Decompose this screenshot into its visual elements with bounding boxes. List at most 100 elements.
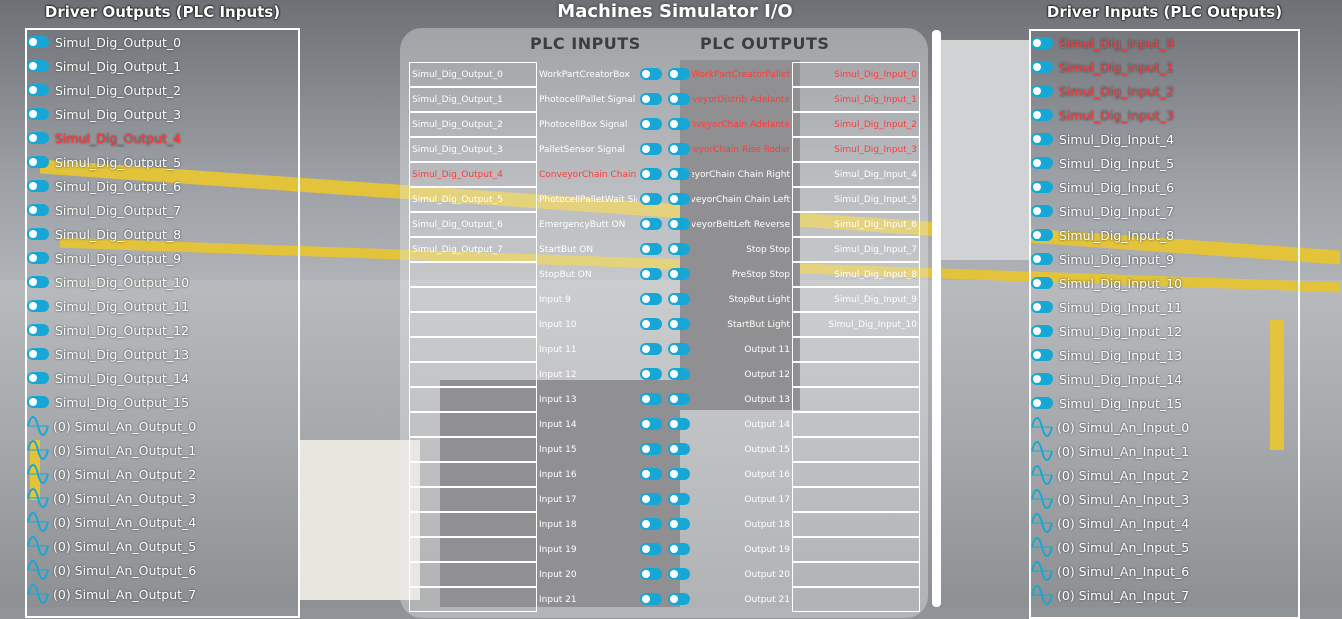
- plc-output-toggle[interactable]: [668, 368, 690, 380]
- plc-output-toggle[interactable]: [668, 318, 690, 330]
- plc-input-toggle[interactable]: [640, 218, 662, 230]
- driver-input-digital-row[interactable]: Simul_Dig_Input_8: [1031, 223, 1174, 247]
- toggle-switch[interactable]: [27, 204, 49, 216]
- plc-output-toggle[interactable]: [668, 568, 690, 580]
- plc-output-target-cell[interactable]: [792, 537, 920, 562]
- plc-output-toggle[interactable]: [668, 243, 690, 255]
- plc-output-target-cell[interactable]: Simul_Dig_Input_2: [792, 112, 920, 137]
- toggle-switch[interactable]: [1031, 205, 1053, 217]
- plc-input-toggle[interactable]: [640, 293, 662, 305]
- driver-output-analog-row[interactable]: (0) Simul_An_Output_1: [27, 438, 196, 462]
- plc-input-source-cell[interactable]: [409, 287, 537, 312]
- plc-output-toggle[interactable]: [668, 468, 690, 480]
- plc-output-toggle[interactable]: [668, 493, 690, 505]
- plc-input-source-cell[interactable]: [409, 587, 537, 612]
- toggle-switch[interactable]: [27, 180, 49, 192]
- plc-output-toggle[interactable]: [668, 68, 690, 80]
- toggle-switch[interactable]: [1031, 61, 1053, 73]
- plc-input-toggle[interactable]: [640, 318, 662, 330]
- toggle-switch[interactable]: [27, 108, 49, 120]
- plc-output-target-cell[interactable]: Simul_Dig_Input_5: [792, 187, 920, 212]
- toggle-switch[interactable]: [27, 396, 49, 408]
- toggle-switch[interactable]: [1031, 397, 1053, 409]
- driver-output-analog-row[interactable]: (0) Simul_An_Output_2: [27, 462, 196, 486]
- plc-output-toggle[interactable]: [668, 293, 690, 305]
- toggle-switch[interactable]: [27, 348, 49, 360]
- toggle-switch[interactable]: [1031, 277, 1053, 289]
- plc-input-source-cell[interactable]: [409, 337, 537, 362]
- plc-input-toggle[interactable]: [640, 68, 662, 80]
- plc-output-target-cell[interactable]: Simul_Dig_Input_7: [792, 237, 920, 262]
- plc-output-toggle[interactable]: [668, 193, 690, 205]
- plc-output-toggle[interactable]: [668, 518, 690, 530]
- driver-input-digital-row[interactable]: Simul_Dig_Input_0: [1031, 31, 1174, 55]
- driver-input-digital-row[interactable]: Simul_Dig_Input_1: [1031, 55, 1174, 79]
- toggle-switch[interactable]: [27, 60, 49, 72]
- plc-output-toggle[interactable]: [668, 418, 690, 430]
- plc-input-source-cell[interactable]: Simul_Dig_Output_3: [409, 137, 537, 162]
- plc-input-source-cell[interactable]: [409, 362, 537, 387]
- plc-output-target-cell[interactable]: [792, 587, 920, 612]
- driver-output-analog-row[interactable]: (0) Simul_An_Output_7: [27, 582, 196, 606]
- driver-input-digital-row[interactable]: Simul_Dig_Input_12: [1031, 319, 1182, 343]
- toggle-switch[interactable]: [27, 324, 49, 336]
- toggle-switch[interactable]: [27, 300, 49, 312]
- driver-input-analog-row[interactable]: (0) Simul_An_Input_7: [1031, 583, 1189, 607]
- driver-input-analog-row[interactable]: (0) Simul_An_Input_6: [1031, 559, 1189, 583]
- toggle-switch[interactable]: [27, 228, 49, 240]
- toggle-switch[interactable]: [1031, 109, 1053, 121]
- driver-input-analog-row[interactable]: (0) Simul_An_Input_1: [1031, 439, 1189, 463]
- driver-output-digital-row[interactable]: Simul_Dig_Output_9: [27, 246, 181, 270]
- plc-input-toggle[interactable]: [640, 518, 662, 530]
- toggle-switch[interactable]: [1031, 133, 1053, 145]
- plc-output-toggle[interactable]: [668, 393, 690, 405]
- plc-output-target-cell[interactable]: [792, 462, 920, 487]
- driver-input-digital-row[interactable]: Simul_Dig_Input_14: [1031, 367, 1182, 391]
- driver-input-digital-row[interactable]: Simul_Dig_Input_10: [1031, 271, 1182, 295]
- driver-input-digital-row[interactable]: Simul_Dig_Input_5: [1031, 151, 1174, 175]
- toggle-switch[interactable]: [1031, 37, 1053, 49]
- plc-input-source-cell[interactable]: Simul_Dig_Output_4: [409, 162, 537, 187]
- driver-output-digital-row[interactable]: Simul_Dig_Output_8: [27, 222, 181, 246]
- plc-input-toggle[interactable]: [640, 118, 662, 130]
- driver-output-digital-row[interactable]: Simul_Dig_Output_5: [27, 150, 181, 174]
- plc-input-source-cell[interactable]: [409, 387, 537, 412]
- plc-input-source-cell[interactable]: Simul_Dig_Output_0: [409, 62, 537, 87]
- plc-input-toggle[interactable]: [640, 193, 662, 205]
- plc-input-toggle[interactable]: [640, 368, 662, 380]
- toggle-switch[interactable]: [1031, 157, 1053, 169]
- driver-input-digital-row[interactable]: Simul_Dig_Input_13: [1031, 343, 1182, 367]
- driver-output-digital-row[interactable]: Simul_Dig_Output_10: [27, 270, 189, 294]
- vertical-scrollbar[interactable]: [932, 30, 941, 607]
- plc-input-toggle[interactable]: [640, 418, 662, 430]
- toggle-switch[interactable]: [27, 36, 49, 48]
- driver-input-digital-row[interactable]: Simul_Dig_Input_4: [1031, 127, 1174, 151]
- plc-input-toggle[interactable]: [640, 468, 662, 480]
- plc-output-toggle[interactable]: [668, 218, 690, 230]
- driver-output-analog-row[interactable]: (0) Simul_An_Output_6: [27, 558, 196, 582]
- driver-output-analog-row[interactable]: (0) Simul_An_Output_5: [27, 534, 196, 558]
- plc-output-toggle[interactable]: [668, 543, 690, 555]
- toggle-switch[interactable]: [27, 156, 49, 168]
- driver-input-digital-row[interactable]: Simul_Dig_Input_11: [1031, 295, 1182, 319]
- driver-output-digital-row[interactable]: Simul_Dig_Output_4: [27, 126, 181, 150]
- plc-output-toggle[interactable]: [668, 143, 690, 155]
- plc-input-toggle[interactable]: [640, 343, 662, 355]
- toggle-switch[interactable]: [27, 84, 49, 96]
- plc-input-toggle[interactable]: [640, 393, 662, 405]
- plc-input-source-cell[interactable]: [409, 537, 537, 562]
- plc-output-target-cell[interactable]: [792, 437, 920, 462]
- plc-input-source-cell[interactable]: Simul_Dig_Output_6: [409, 212, 537, 237]
- toggle-switch[interactable]: [27, 132, 49, 144]
- plc-input-toggle[interactable]: [640, 143, 662, 155]
- plc-output-target-cell[interactable]: [792, 562, 920, 587]
- plc-input-toggle[interactable]: [640, 568, 662, 580]
- plc-input-source-cell[interactable]: Simul_Dig_Output_2: [409, 112, 537, 137]
- plc-output-target-cell[interactable]: [792, 512, 920, 537]
- plc-output-target-cell[interactable]: Simul_Dig_Input_4: [792, 162, 920, 187]
- driver-output-digital-row[interactable]: Simul_Dig_Output_14: [27, 366, 189, 390]
- plc-output-target-cell[interactable]: Simul_Dig_Input_1: [792, 87, 920, 112]
- plc-output-toggle[interactable]: [668, 443, 690, 455]
- driver-output-digital-row[interactable]: Simul_Dig_Output_0: [27, 30, 181, 54]
- driver-output-digital-row[interactable]: Simul_Dig_Output_12: [27, 318, 189, 342]
